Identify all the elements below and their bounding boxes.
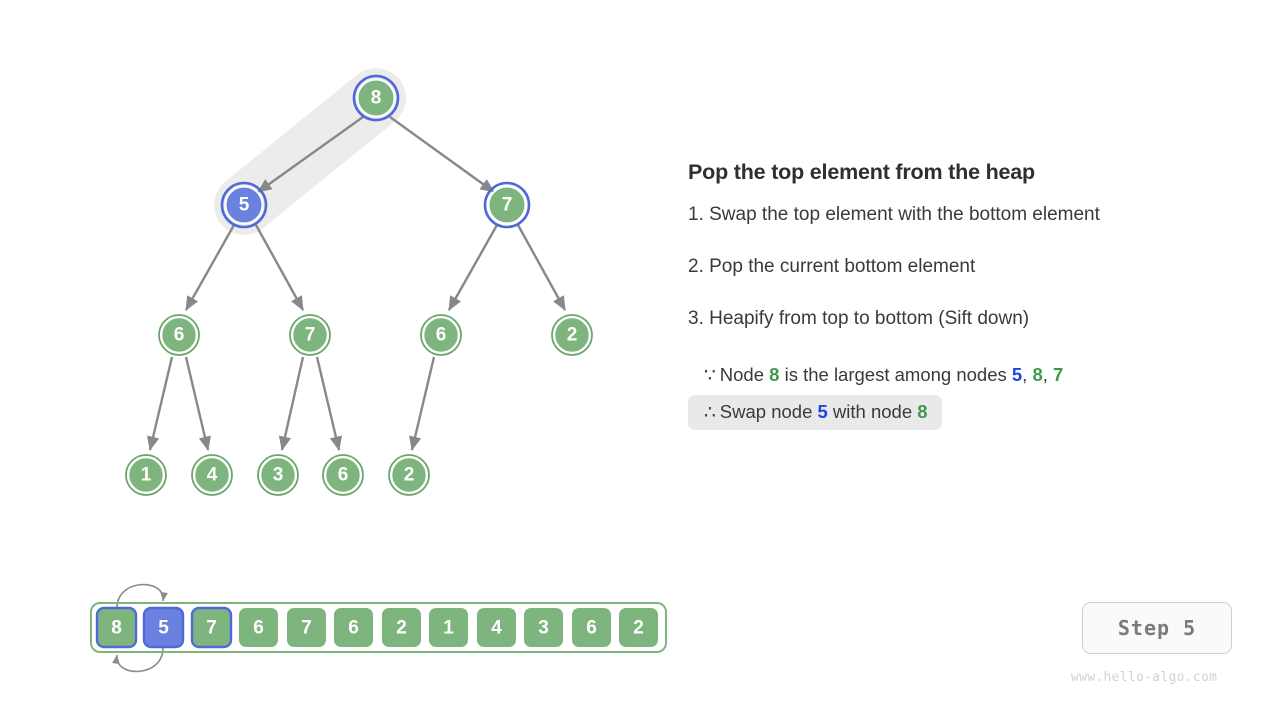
edge-0-1: [257, 116, 364, 193]
step-badge: Step 5: [1082, 602, 1232, 654]
array-cell-3[interactable]: 6: [239, 608, 278, 647]
edge-4-9: [278, 356, 305, 451]
array-cell-value: 7: [301, 618, 312, 639]
edge-3-8: [184, 356, 211, 451]
tree-node-value: 2: [567, 325, 578, 346]
tree-node-value: 6: [436, 325, 447, 346]
watermark: www.hello-algo.com: [1071, 670, 1218, 685]
tree-node-4[interactable]: 7: [289, 314, 331, 356]
tree-node-2[interactable]: 7: [483, 181, 531, 229]
array-cell-value: 2: [396, 618, 407, 639]
step-item-1: 1. Swap the top element with the bottom …: [688, 204, 1100, 225]
description-panel: Pop the top element from the heap 1. Swa…: [688, 160, 1248, 432]
heap-tree-and-array: 8 5 7 6 7: [90, 68, 667, 673]
tree-node-9[interactable]: 3: [257, 454, 299, 496]
edge-0-2: [389, 116, 495, 193]
tree-nodes: 8 5 7 6 7: [125, 74, 593, 496]
reason-symbol: ∴: [704, 401, 716, 423]
array-cell-value: 3: [538, 618, 549, 639]
tree-node-10[interactable]: 6: [322, 454, 364, 496]
tree-node-value: 5: [239, 195, 250, 216]
reason-text: with node: [827, 401, 918, 423]
edge-5-11: [409, 356, 436, 451]
array-cell-4[interactable]: 7: [287, 608, 326, 647]
tree-node-5[interactable]: 6: [420, 314, 462, 356]
reason-value: 7: [1053, 364, 1064, 386]
reason-value: 5: [1011, 364, 1023, 386]
reason-text: Node: [719, 364, 770, 386]
tree-node-value: 6: [174, 325, 185, 346]
reason-value: 8: [769, 364, 780, 386]
tree-node-value: 7: [502, 195, 513, 216]
edge-1-3: [184, 224, 236, 311]
reason-value: 8: [917, 401, 928, 423]
array-cell-8[interactable]: 4: [477, 608, 516, 647]
tree-node-value: 2: [404, 465, 415, 486]
tree-node-value: 7: [305, 325, 316, 346]
edge-2-6: [516, 224, 567, 311]
reason-value: 5: [817, 401, 828, 423]
reason-symbol: ∵: [704, 364, 716, 386]
reason-text: Swap node: [719, 401, 818, 423]
array-cell-value: 4: [491, 618, 502, 639]
array-cell-value: 2: [633, 618, 644, 639]
array-cell-value: 6: [348, 618, 359, 639]
tree-node-value: 4: [207, 465, 218, 486]
tree-node-8[interactable]: 4: [191, 454, 233, 496]
reason-because: ∵Node 8 is the largest among nodes 5, 8,…: [688, 358, 1077, 393]
array-cell-1[interactable]: 5: [142, 606, 185, 649]
array-cell-6[interactable]: 2: [382, 608, 421, 647]
edge-2-5: [447, 224, 499, 311]
array-frame: [90, 602, 667, 653]
swap-arc-top: [116, 583, 168, 609]
reason-text: ,: [1022, 364, 1033, 386]
array-cell-value: 5: [158, 618, 169, 639]
array-view: 8 5 7 6 7 6 2: [90, 583, 667, 673]
tree-node-7[interactable]: 1: [125, 454, 167, 496]
edge-1-4: [254, 224, 305, 311]
reason-therefore: ∴Swap node 5 with node 8: [688, 395, 942, 431]
array-cell-value: 6: [253, 618, 264, 639]
array-cell-value: 7: [206, 618, 217, 639]
array-cell-10[interactable]: 6: [572, 608, 611, 647]
tree-node-6[interactable]: 2: [551, 314, 593, 356]
page-title: Pop the top element from the heap: [688, 160, 1035, 184]
swap-arc-bottom: [112, 647, 164, 673]
array-cell-2[interactable]: 7: [190, 606, 233, 649]
step-item-3: 3. Heapify from top to bottom (Sift down…: [688, 307, 1030, 329]
reason-text: ,: [1042, 364, 1054, 386]
tree-node-value: 6: [338, 465, 349, 486]
swap-arrows: [112, 583, 168, 673]
array-cell-value: 1: [443, 618, 454, 639]
array-cell-7[interactable]: 1: [429, 608, 468, 647]
tree-node-1[interactable]: 5: [220, 181, 268, 229]
tree-edges: [147, 116, 567, 451]
array-cell-5[interactable]: 6: [334, 608, 373, 647]
tree-node-0[interactable]: 8: [352, 74, 400, 122]
array-cell-0[interactable]: 8: [95, 606, 138, 649]
reason-list: ∵Node 8 is the largest among nodes 5, 8,…: [688, 358, 1248, 432]
array-cell-value: 8: [111, 618, 122, 639]
reason-value: 8: [1032, 364, 1043, 386]
step-item-2: 2. Pop the current bottom element: [688, 255, 976, 277]
edge-4-10: [315, 356, 342, 451]
tree-node-value: 3: [273, 465, 284, 486]
tree-node-value: 1: [141, 465, 152, 486]
array-cell-value: 6: [586, 618, 597, 639]
reason-text: is the largest among nodes: [779, 364, 1012, 386]
array-cell-9[interactable]: 3: [524, 608, 563, 647]
tree-node-11[interactable]: 2: [388, 454, 430, 496]
array-cell-11[interactable]: 2: [619, 608, 658, 647]
tree-node-value: 8: [371, 88, 382, 109]
edge-3-7: [147, 356, 174, 451]
tree-node-3[interactable]: 6: [158, 314, 200, 356]
step-badge-label: Step 5: [1117, 616, 1197, 640]
